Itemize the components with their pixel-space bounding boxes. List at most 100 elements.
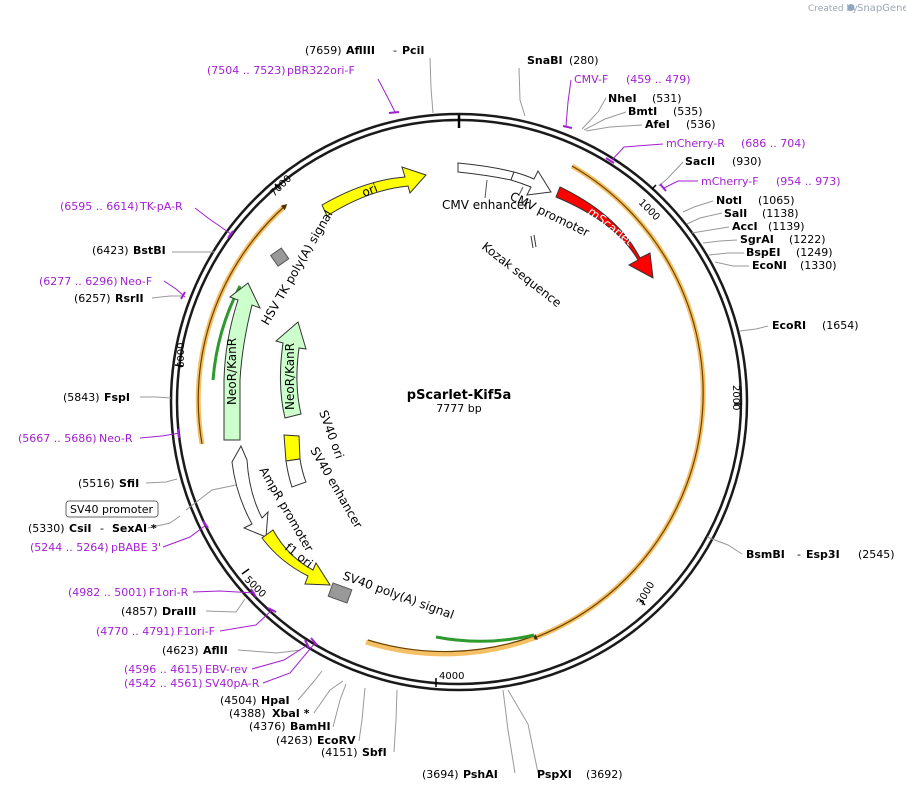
primer-name[interactable]: TK-pA-R — [139, 200, 183, 213]
primer-name[interactable]: Neo-R — [99, 432, 133, 445]
enzyme-name[interactable]: BmtI — [628, 105, 657, 118]
enzyme-name2[interactable]: SexAI * — [112, 522, 157, 535]
enzyme-name2[interactable]: PciI — [402, 44, 424, 57]
neor-kanr-inner-label: NeoR/KanR — [283, 343, 297, 410]
enzyme-pos: (531) — [652, 92, 682, 105]
enzyme-name[interactable]: AccI — [732, 220, 758, 233]
orf-arrow-bottom — [367, 635, 535, 653]
enzyme-name[interactable]: BstBI — [133, 244, 166, 257]
credit-prefix: Created by — [808, 4, 858, 14]
enzyme-pos: (535) — [673, 105, 703, 118]
enzyme-name[interactable]: EcoRV — [317, 734, 356, 747]
sv40-ori-feature[interactable] — [283, 434, 301, 462]
enzyme-pos: (4388) — [229, 707, 266, 720]
enzyme-pos: (4857) — [121, 605, 158, 618]
enzyme-pos: (1065) — [758, 194, 795, 207]
enzyme-name[interactable]: CsiI — [69, 522, 91, 535]
sv40-enhancer-feature[interactable] — [285, 458, 307, 488]
enzyme-pos: (7659) — [305, 44, 342, 57]
sv40-promoter-label: SV40 promoter — [70, 503, 154, 516]
orf-arrow-left — [197, 204, 288, 445]
enzyme-pos: (6423) — [92, 244, 129, 257]
snapgene-logo-icon — [847, 4, 855, 11]
enzyme-name[interactable]: SacII — [685, 155, 715, 168]
enzyme-name[interactable]: EcoRI — [772, 319, 806, 332]
primer-range: (6595 .. 6614) — [60, 200, 139, 213]
enzyme-name[interactable]: DraIII — [162, 605, 196, 618]
tick-3000: 3000 — [635, 580, 657, 608]
tick-2000: 2000 — [730, 385, 741, 410]
enzyme-name[interactable]: AflII — [203, 644, 228, 657]
orf-green-bottom — [435, 633, 535, 643]
primer-name[interactable]: pBABE 3' — [111, 541, 161, 554]
enzyme-pos: (5516) — [78, 477, 115, 490]
enzyme-pos: (5330) — [28, 522, 65, 535]
primer-range: (954 .. 973) — [776, 175, 841, 188]
sv40-promoter-box[interactable]: SV40 promoter — [65, 500, 159, 518]
neor-kanr-outer-feature[interactable] — [223, 282, 261, 441]
enzyme-name[interactable]: BamHI — [290, 720, 331, 733]
primer-range: (686 .. 704) — [741, 137, 806, 150]
enzyme-name[interactable]: XbaI * — [272, 707, 310, 720]
enzyme-pos: (4376) — [249, 720, 286, 733]
sv40-polya-label: SV40 poly(A) signal — [341, 569, 456, 622]
primer-name[interactable]: mCherry-F — [701, 175, 759, 188]
enzyme-pos: (5843) — [63, 391, 100, 404]
primer-name[interactable]: SV40pA-R — [205, 677, 260, 690]
enzyme-name[interactable]: SbfI — [362, 746, 387, 759]
snapgene-credit: Created by SnapGene — [808, 3, 906, 14]
neor-kanr-inner-feature[interactable] — [274, 321, 307, 419]
cmv-enhancer-feature[interactable] — [457, 162, 515, 181]
primer-range: (4770 .. 4791) — [96, 625, 175, 638]
ori-feature[interactable] — [321, 166, 427, 217]
primer-name[interactable]: EBV-rev — [205, 663, 248, 676]
sv40-polya-feature[interactable] — [327, 582, 353, 604]
cmv-enhancer-label: CMV enhancer — [442, 198, 529, 212]
enzyme-name[interactable]: NheI — [608, 92, 637, 105]
primer-range: (6277 .. 6296) — [39, 275, 118, 288]
ori-label: ori — [360, 181, 380, 200]
enzyme-name[interactable]: SfiI — [119, 477, 139, 490]
enzyme-name[interactable]: NotI — [716, 194, 742, 207]
enzyme-name[interactable]: SnaBI — [527, 54, 563, 67]
enzyme-name[interactable]: BspEI — [746, 246, 780, 259]
enzyme-name[interactable]: PspXI — [537, 768, 572, 781]
credit-brand: SnapGene — [857, 3, 906, 14]
enzyme-name[interactable]: PshAI — [463, 768, 498, 781]
enzyme-pos: (4504) — [220, 694, 257, 707]
svg-text:-: - — [797, 548, 801, 561]
plasmid-name: pScarlet-Kif5a — [407, 388, 511, 403]
primer-name[interactable]: CMV-F — [574, 73, 608, 86]
enzyme-name[interactable]: HpaI — [261, 694, 290, 707]
primer-name[interactable]: mCherry-R — [666, 137, 725, 150]
mscarlet-feature[interactable] — [555, 186, 654, 279]
enzyme-name[interactable]: EcoNI — [752, 259, 787, 272]
svg-text:-: - — [100, 522, 104, 535]
tick-6000: 6000 — [176, 343, 187, 368]
enzyme-name[interactable]: AflIII — [346, 44, 375, 57]
primer-range: (4542 .. 4561) — [124, 677, 203, 690]
enzyme-name[interactable]: AfeI — [645, 118, 670, 131]
enzyme-name[interactable]: SgrAI — [740, 233, 774, 246]
primer-name[interactable]: Neo-F — [120, 275, 152, 288]
enzyme-name[interactable]: FspI — [104, 391, 130, 404]
ampr-promoter-feature[interactable] — [231, 444, 269, 538]
enzyme-name[interactable]: SalI — [724, 207, 747, 220]
enzyme-labels: (7659) AflIII - PciI SnaBI (280) NheI (5… — [28, 44, 895, 781]
outer-ring — [169, 112, 749, 692]
neor-kanr-outer-label: NeoR/KanR — [225, 338, 239, 405]
primer-name[interactable]: F1ori-F — [177, 625, 215, 638]
enzyme-pos: (1249) — [796, 246, 833, 259]
enzyme-name[interactable]: RsrII — [115, 292, 144, 305]
enzyme-pos: (1330) — [800, 259, 837, 272]
primer-name[interactable]: pBR322ori-F — [287, 64, 355, 77]
enzyme-pos: (536) — [686, 118, 716, 131]
enzyme-pos: (3692) — [586, 768, 623, 781]
primer-name[interactable]: F1ori-R — [149, 586, 189, 599]
cmv-promoter-feature[interactable] — [510, 169, 552, 196]
enzyme-name[interactable]: BsmBI — [746, 548, 785, 561]
f1-ori-feature[interactable] — [261, 529, 331, 586]
enzyme-name2[interactable]: Esp3I — [806, 548, 840, 561]
primer-labels: (7504 .. 7523) pBR322ori-F CMV-F (459 ..… — [18, 64, 841, 690]
hsv-tk-polya-feature[interactable] — [269, 247, 290, 267]
